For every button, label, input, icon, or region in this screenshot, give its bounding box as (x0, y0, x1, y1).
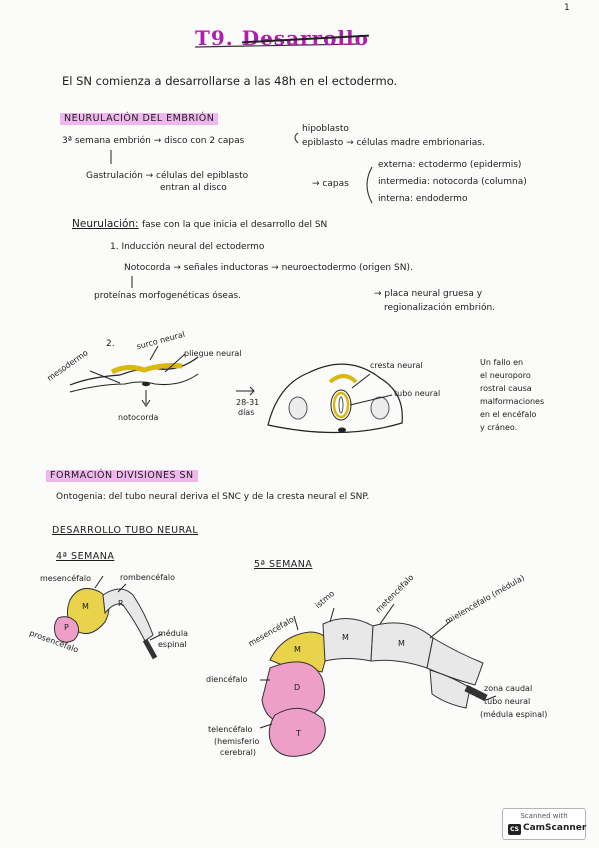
w5-mark-me: M (342, 633, 349, 642)
week3-text: 3ª semana embrión → disco con 2 capas (62, 136, 245, 146)
label-tubo-neural: tubo neural (394, 389, 441, 398)
section-heading-divisiones: FORMACIÓN DIVISIONES SN (46, 470, 198, 482)
section-heading-neurulacion: NEURULACIÓN DEL EMBRIÓN (60, 113, 219, 125)
w5-mark-d: D (294, 683, 301, 692)
capa-interna: interna: endodermo (378, 194, 468, 204)
neurulacion-definition: Neurulación: fase con la que inicia el d… (72, 219, 327, 230)
layer-epiblasto: epiblasto → células madre embrionarias. (302, 138, 485, 148)
page-title: T9. Desarrollo (195, 26, 369, 50)
w4-mark-m: M (82, 602, 89, 611)
malformation-note: Un fallo en el neuroporo rostral causa m… (480, 356, 544, 434)
w5-mark-m: M (294, 645, 301, 654)
w4-mark-r: R (118, 599, 124, 608)
week5-figure (259, 603, 497, 757)
title-prefix: T9. (195, 26, 234, 50)
w5-label-cerebral: cerebral) (220, 748, 256, 757)
note-line: Un fallo en (480, 358, 524, 367)
neurulacion-def: fase con la que inicia el desarrollo del… (141, 220, 328, 230)
capa-intermedia: intermedia: notocorda (columna) (378, 177, 527, 187)
label-pliegue-neural: pliegue neural (184, 349, 242, 358)
note-line: rostral causa (480, 384, 532, 393)
label-notocorda: notocorda (118, 413, 159, 422)
title-word: Desarrollo (241, 26, 369, 50)
step1-text: 1. Inducción neural del ectodermo (110, 242, 265, 252)
neurulacion-term: Neurulación: (72, 218, 139, 230)
note-line: el neuroporo (480, 371, 531, 380)
label-days-unit: días (238, 408, 255, 417)
week5-heading: 5ª SEMANA (254, 559, 313, 570)
week4-heading: 4ª SEMANA (56, 551, 115, 562)
note-line: en el encéfalo (480, 410, 537, 419)
camscanner-logo-icon: CS (508, 824, 521, 835)
neural-tube-figure (267, 363, 403, 434)
ontogenia-text: Ontogenia: del tubo neural deriva el SNC… (56, 492, 370, 502)
notocorda-line: Notocorda → señales inductoras → neuroec… (124, 263, 413, 273)
label-days: 28-31 (236, 398, 260, 407)
step2-label: 2. (106, 339, 115, 349)
w5-mark-mi: M (398, 639, 405, 648)
camscanner-watermark: Scanned with CS CamScanner (502, 808, 586, 840)
neural-plate-figure (69, 345, 199, 407)
week4-figure (53, 575, 163, 660)
capa-externa: externa: ectodermo (epidermis) (378, 160, 522, 170)
w5-label-hemisferio: (hemisferio (214, 737, 260, 746)
note-line: malformaciones (480, 397, 545, 406)
w4-label-rombencefalo: rombencéfalo (120, 573, 176, 582)
intro-text: El SN comienza a desarrollarse a las 48h… (62, 74, 398, 88)
placa-text: → placa neural gruesa y (374, 289, 483, 299)
gastrulacion-text-2: entran al disco (160, 183, 227, 193)
note-line: y cráneo. (480, 423, 518, 432)
brace-capas (366, 166, 373, 204)
layer-hipoblasto: hipoblasto (302, 124, 349, 134)
scanner-line1: Scanned with (520, 812, 568, 820)
w4-label-espinal: espinal (158, 640, 187, 649)
label-cresta-neural: cresta neural (370, 361, 423, 370)
w5-label-telencefalo: telencéfalo (208, 725, 253, 734)
placa-text-2: regionalización embrión. (384, 303, 496, 313)
w4-mark-p: P (64, 623, 69, 632)
proteinas-text: proteínas morfogenéticas óseas. (94, 291, 242, 301)
capas-text: → capas (312, 179, 349, 189)
w5-label-medula-espinal: (médula espinal) (480, 710, 548, 719)
scanner-line2: CamScanner (523, 823, 587, 833)
page-number: 1 (564, 3, 570, 13)
w5-label-diencefalo: diencéfalo (206, 675, 248, 684)
w5-label-zona-caudal: zona caudal (484, 684, 533, 693)
w5-mark-t: T (296, 729, 301, 738)
section-heading-tubo: DESARROLLO TUBO NEURAL (52, 525, 199, 536)
w4-label-mesencefalo: mesencéfalo (40, 574, 92, 583)
gastrulacion-text: Gastrulación → células del epiblasto (86, 171, 249, 181)
w4-label-medula: médula (158, 629, 188, 638)
w5-label-tubo-neural: tubo neural (484, 697, 531, 706)
brace-layers (294, 132, 299, 144)
